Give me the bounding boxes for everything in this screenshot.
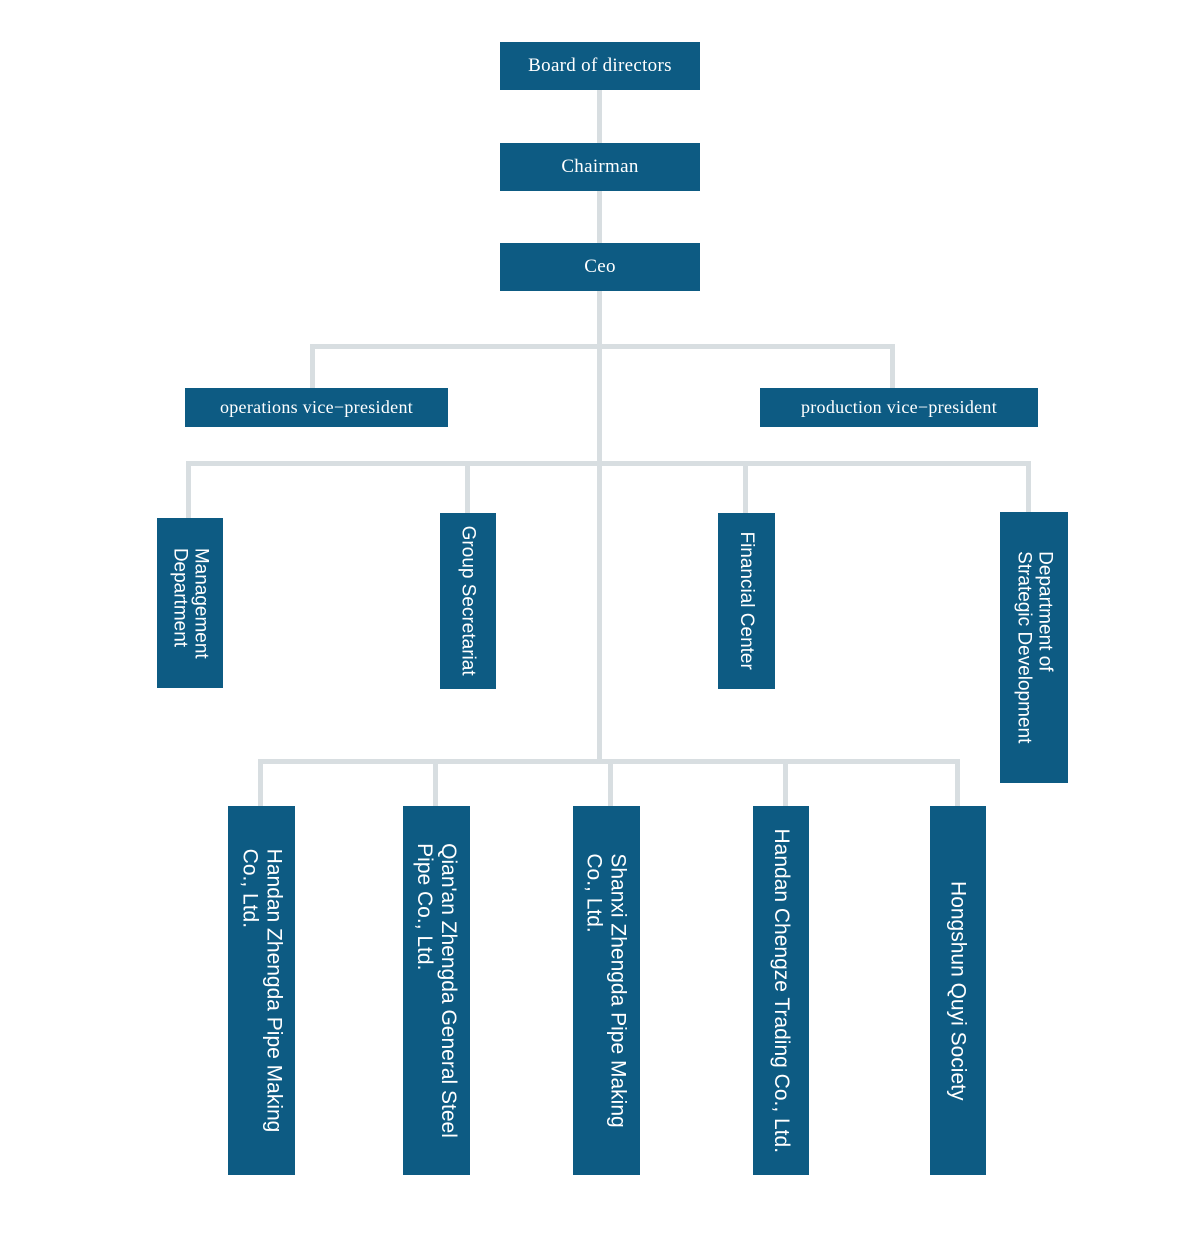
node-label: Ceo [584,255,616,277]
node-label: Management Department [169,547,212,659]
connector-drop-group-secretariat [465,461,470,513]
node-label: Board of directors [528,54,672,76]
node-board-of-directors[interactable]: Board of directors [500,42,700,90]
connector-drop-operations-vp [310,344,315,388]
node-label: production vice−president [800,396,998,417]
connector-drop-production-vp [890,344,895,388]
node-label: operations vice−president [219,396,414,417]
connector-drop-financial-center [743,461,748,513]
connector-board-to-chairman [597,90,602,143]
node-chairman[interactable]: Chairman [500,143,700,191]
connector-ceo-trunk [597,291,602,763]
node-hongshun-quyi-society[interactable]: Hongshun Quyi Society [930,806,986,1175]
connector-bus-departments [186,461,1031,466]
connector-drop-strategic-development [1026,461,1031,512]
node-label: Chairman [561,155,639,177]
node-financial-center[interactable]: Financial Center [718,513,775,689]
connector-drop-shanxi-zhengda [608,759,613,806]
node-ceo[interactable]: Ceo [500,243,700,291]
node-label: Qian'an Zhengda General Steel Pipe Co., … [413,843,461,1138]
node-operations-vice-president[interactable]: operations vice−president [185,388,448,427]
connector-drop-qianan-zhengda [433,759,438,806]
node-label: Handan Chengze Trading Co., Ltd. [769,828,793,1153]
node-label: Department of Strategic Development [1013,551,1056,744]
connector-bus-vice-presidents [310,344,895,349]
connector-chairman-to-ceo [597,191,602,243]
node-shanxi-zhengda-pipe-making[interactable]: Shanxi Zhengda Pipe Making Co., Ltd. [573,806,640,1175]
node-handan-chengze-trading[interactable]: Handan Chengze Trading Co., Ltd. [753,806,809,1175]
connector-drop-hongshun-quyi [955,759,960,806]
node-label: Group Secretariat [457,526,479,676]
node-qianan-zhengda-general-steel-pipe[interactable]: Qian'an Zhengda General Steel Pipe Co., … [403,806,470,1175]
node-label: Handan Zhengda Pipe Making Co., Ltd. [238,848,286,1133]
connector-drop-management-department [186,461,191,518]
node-label: Financial Center [736,531,758,671]
node-label: Hongshun Quyi Society [946,880,970,1101]
node-production-vice-president[interactable]: production vice−president [760,388,1038,427]
connector-drop-handan-chengze [783,759,788,806]
node-group-secretariat[interactable]: Group Secretariat [440,513,496,689]
node-handan-zhengda-pipe-making[interactable]: Handan Zhengda Pipe Making Co., Ltd. [228,806,295,1175]
node-label: Shanxi Zhengda Pipe Making Co., Ltd. [583,853,631,1128]
connector-drop-handan-zhengda [258,759,263,806]
node-management-department[interactable]: Management Department [157,518,223,688]
node-department-of-strategic-development[interactable]: Department of Strategic Development [1000,512,1068,783]
